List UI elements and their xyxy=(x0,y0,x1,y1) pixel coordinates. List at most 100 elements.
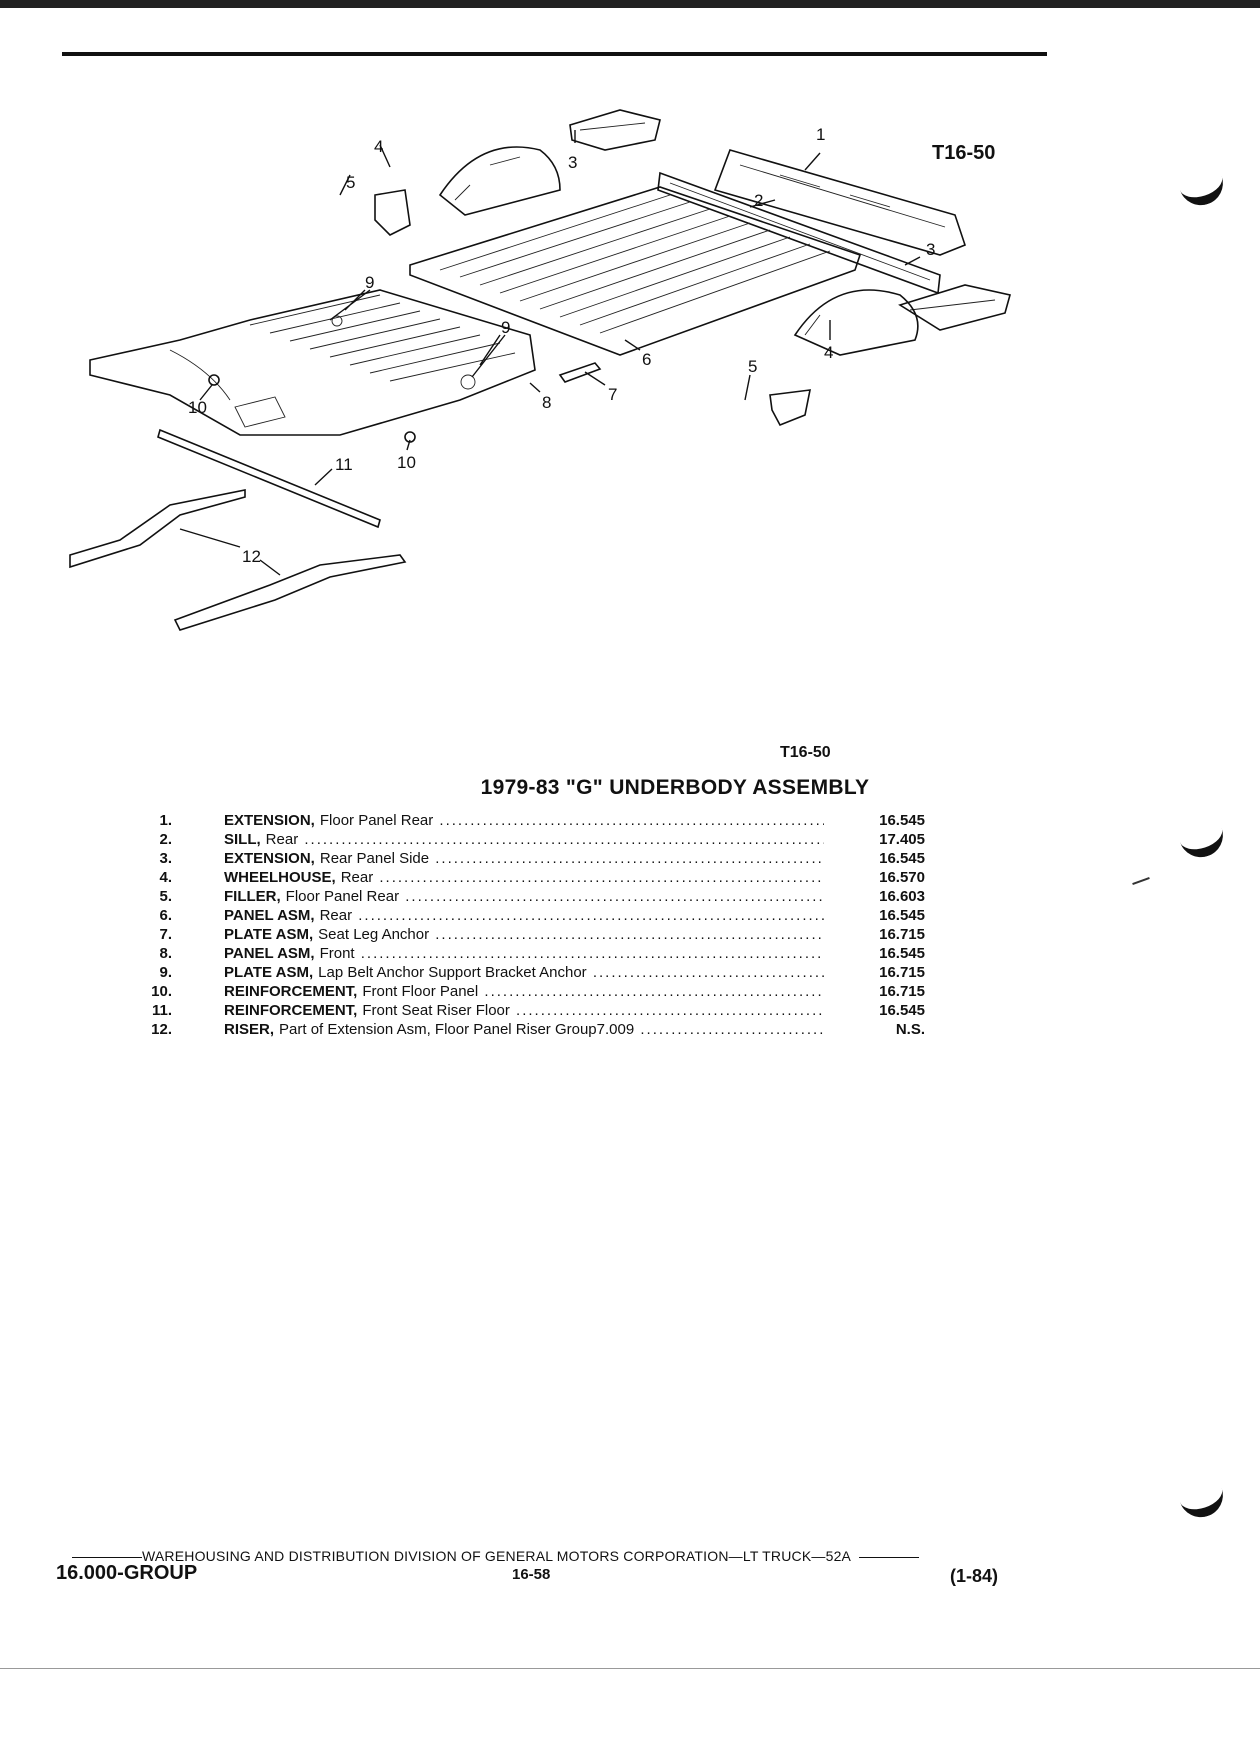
list-item: 9. PLATE ASM,Lap Belt Anchor Support Bra… xyxy=(138,963,938,982)
item-description: REINFORCEMENT,Front Floor Panel xyxy=(224,982,824,1001)
callout-9-left: 9 xyxy=(365,273,375,292)
list-item: 5. FILLER,Floor Panel Rear 16.603 xyxy=(138,887,938,906)
item-detail: Rear Panel Side xyxy=(319,850,430,867)
dot-leader xyxy=(355,945,824,962)
item-group-number: 16.715 xyxy=(879,964,925,981)
item-description: EXTENSION,Rear Panel Side xyxy=(224,849,824,868)
item-number: 2. xyxy=(159,831,172,848)
item-name: SILL, xyxy=(224,831,261,848)
item-number: 7. xyxy=(159,926,172,943)
dot-leader xyxy=(352,907,824,924)
footer-rule-right xyxy=(859,1556,920,1558)
item-description: EXTENSION,Floor Panel Rear xyxy=(224,811,824,830)
part-5-filler-right xyxy=(769,389,812,427)
list-item: 8. PANEL ASM,Front 16.545 xyxy=(138,944,938,963)
callout-7: 7 xyxy=(608,385,618,404)
item-group-number: 16.715 xyxy=(879,983,925,1000)
part-10-reinforcement-front-floor-panel xyxy=(208,374,416,443)
dot-leader xyxy=(429,926,824,943)
item-number: 3. xyxy=(159,850,172,867)
part-4-wheelhouse-left xyxy=(438,146,561,216)
callout-2: 2 xyxy=(754,191,764,210)
item-number: 6. xyxy=(159,907,172,924)
item-detail: Rear xyxy=(265,831,299,848)
callout-3-top: 3 xyxy=(568,153,578,172)
callout-6: 6 xyxy=(642,350,652,369)
footer-publisher: WAREHOUSING AND DISTRIBUTION DIVISION OF… xyxy=(142,1548,852,1564)
item-detail: Lap Belt Anchor Support Bracket Anchor xyxy=(318,964,587,981)
part-8-panel-asm-front xyxy=(89,289,536,436)
binder-hole-mark xyxy=(1175,162,1229,211)
item-description: REINFORCEMENT,Front Seat Riser Floor xyxy=(224,1001,824,1020)
item-group-number: 16.570 xyxy=(879,869,925,886)
item-name: REINFORCEMENT, xyxy=(224,1002,358,1019)
dot-leader xyxy=(478,983,824,1000)
item-description: FILLER,Floor Panel Rear xyxy=(224,887,824,906)
callout-1: 1 xyxy=(816,125,826,144)
callout-12: 12 xyxy=(242,547,261,566)
item-description: PANEL ASM,Front xyxy=(224,944,824,963)
dot-leader xyxy=(433,812,824,829)
list-item: 1. EXTENSION,Floor Panel Rear 16.545 xyxy=(138,811,938,830)
callout-4-left: 4 xyxy=(374,137,384,156)
stray-pen-mark xyxy=(1132,876,1150,886)
list-item: 3. EXTENSION,Rear Panel Side 16.545 xyxy=(138,849,938,868)
item-description: PANEL ASM,Rear xyxy=(224,906,824,925)
part-12-riser-front xyxy=(69,489,246,569)
item-name: RISER, xyxy=(224,1021,275,1038)
item-description: SILL,Rear xyxy=(224,830,824,849)
footer-date-code: (1-84) xyxy=(950,1566,999,1586)
item-name: REINFORCEMENT, xyxy=(224,983,358,1000)
page-title: 1979-83 "G" UNDERBODY ASSEMBLY xyxy=(0,776,1260,800)
item-number: 1. xyxy=(159,812,172,829)
item-number: 12. xyxy=(151,1021,172,1038)
part-6-panel-asm-rear xyxy=(409,186,862,356)
footer-publisher-line: WAREHOUSING AND DISTRIBUTION DIVISION OF… xyxy=(72,1548,1022,1564)
item-name: EXTENSION, xyxy=(224,850,315,867)
item-group-number: 16.603 xyxy=(879,888,925,905)
callout-5-right: 5 xyxy=(748,357,758,376)
item-name: PANEL ASM, xyxy=(224,945,315,962)
footer-page-number: 16-58 xyxy=(512,1566,551,1583)
callout-leaders xyxy=(179,130,921,576)
callout-8: 8 xyxy=(542,393,552,412)
item-group-number: 16.545 xyxy=(879,850,925,867)
item-number: 9. xyxy=(159,964,172,981)
callout-11: 11 xyxy=(335,455,353,474)
figure-id-bottom: T16-50 xyxy=(780,744,831,761)
item-name: WHEELHOUSE, xyxy=(224,869,336,886)
dot-leader xyxy=(373,869,824,886)
list-item: 11. REINFORCEMENT,Front Seat Riser Floor… xyxy=(138,1001,938,1020)
callout-9-right: 9 xyxy=(501,318,511,337)
binder-hole-mark xyxy=(1175,1474,1229,1523)
item-description: RISER,Part of Extension Asm, Floor Panel… xyxy=(224,1020,824,1039)
item-group-number: 16.545 xyxy=(879,945,925,962)
binder-hole-mark xyxy=(1175,814,1229,863)
item-detail: Front xyxy=(319,945,355,962)
item-description: PLATE ASM,Seat Leg Anchor xyxy=(224,925,824,944)
part-5-filler-left xyxy=(374,189,411,236)
part-2-sill-rear xyxy=(657,171,941,295)
list-item: 7. PLATE ASM,Seat Leg Anchor 16.715 xyxy=(138,925,938,944)
item-name: EXTENSION, xyxy=(224,812,315,829)
part-3-extension-top xyxy=(569,109,661,151)
list-item: 2. SILL,Rear 17.405 xyxy=(138,830,938,849)
part-1-extension-floor-panel-rear xyxy=(713,149,966,256)
page-title-text: 1979-83 "G" UNDERBODY ASSEMBLY xyxy=(480,776,870,799)
dot-leader xyxy=(298,831,824,848)
list-item: 6. PANEL ASM,Rear 16.545 xyxy=(138,906,938,925)
list-item: 12. RISER,Part of Extension Asm, Floor P… xyxy=(138,1020,938,1039)
item-detail: Front Floor Panel xyxy=(362,983,479,1000)
item-number: 5. xyxy=(159,888,172,905)
item-detail: Part of Extension Asm, Floor Panel Riser… xyxy=(279,1021,635,1038)
callout-3-right: 3 xyxy=(926,240,936,259)
dot-leader xyxy=(399,888,824,905)
figure-id-top: T16-50 xyxy=(932,142,996,164)
dot-leader xyxy=(634,1021,824,1038)
list-item: 4. WHEELHOUSE,Rear 16.570 xyxy=(138,868,938,887)
underbody-exploded-diagram: 1 2 3 3 4 4 5 5 6 7 8 9 9 10 10 11 12 xyxy=(60,95,1060,735)
item-detail: Seat Leg Anchor xyxy=(318,926,430,943)
callout-5-left: 5 xyxy=(346,173,356,192)
item-description: PLATE ASM,Lap Belt Anchor Support Bracke… xyxy=(224,963,824,982)
footer-rule-left xyxy=(72,1556,142,1558)
